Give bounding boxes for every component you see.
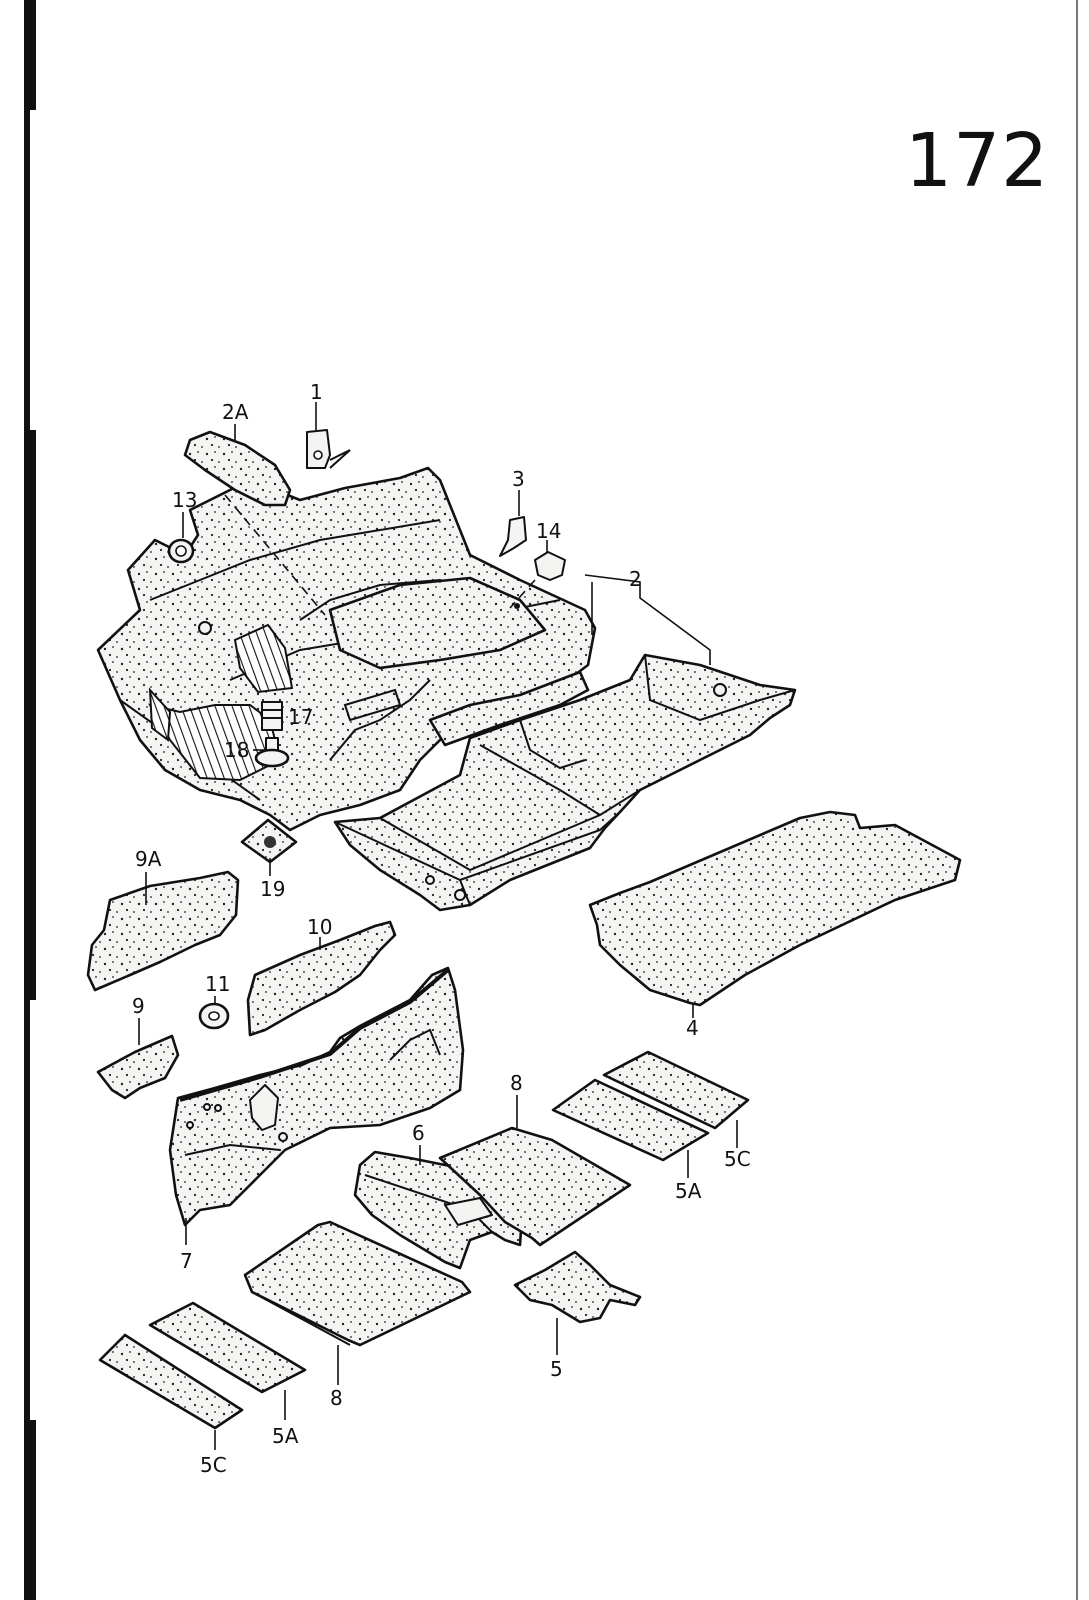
leader-lines	[138, 402, 738, 1450]
part-8-upper-mat	[438, 1126, 632, 1247]
page-right-rule	[1076, 0, 1078, 1600]
callout-5a-upper: 5A	[675, 1179, 702, 1203]
part-4-rear-mat	[588, 810, 962, 1007]
part-9a-panel	[86, 870, 240, 992]
rear-floor-insulation	[333, 653, 797, 912]
callout-5a-lower: 5A	[272, 1424, 299, 1448]
part-3-clip	[499, 516, 527, 557]
callout-7: 7	[180, 1249, 193, 1273]
callout-6: 6	[412, 1121, 425, 1145]
callout-18: 18	[224, 738, 249, 762]
part-17-plug	[261, 701, 283, 731]
callout-10: 10	[307, 915, 332, 939]
callout-8-upper: 8	[510, 1071, 523, 1095]
part-9-panel	[96, 1034, 180, 1100]
part-14-clip	[534, 551, 566, 581]
part-5a-upper-strip	[551, 1078, 710, 1162]
page-number: 172	[905, 118, 1050, 204]
part-11-grommet	[198, 1002, 230, 1030]
binder-gap	[30, 1000, 36, 1420]
callout-4: 4	[686, 1016, 699, 1040]
callout-5c-upper: 5C	[724, 1147, 751, 1171]
callout-8-lower: 8	[330, 1386, 343, 1410]
callout-5: 5	[550, 1357, 563, 1381]
callout-13: 13	[172, 488, 197, 512]
callout-19: 19	[260, 877, 285, 901]
callout-11: 11	[205, 972, 230, 996]
part-5a-lower-strip	[148, 1301, 307, 1394]
part-2a-pad	[183, 430, 292, 507]
front-floor-insulation	[96, 466, 597, 832]
callout-2a: 2A	[222, 400, 249, 424]
part-8-lower-mat	[243, 1220, 472, 1347]
callout-17: 17	[288, 705, 313, 729]
part-10-panel	[246, 920, 397, 1037]
callout-3: 3	[512, 467, 525, 491]
part-13-grommet	[167, 538, 195, 564]
callout-9a: 9A	[135, 847, 162, 871]
callout-1: 1	[310, 380, 323, 404]
part-18-grommet	[254, 737, 290, 768]
callout-2: 2	[629, 567, 642, 591]
part-19-plate	[240, 818, 298, 864]
callout-9: 9	[132, 994, 145, 1018]
binder-gap	[30, 110, 36, 430]
part-5c-upper-strip	[602, 1050, 750, 1130]
part-5c-lower-strip	[98, 1333, 244, 1430]
part-5-mat	[513, 1250, 642, 1324]
part-1-clip	[306, 429, 351, 469]
callout-5c-lower: 5C	[200, 1453, 227, 1477]
callout-14: 14	[536, 519, 561, 543]
